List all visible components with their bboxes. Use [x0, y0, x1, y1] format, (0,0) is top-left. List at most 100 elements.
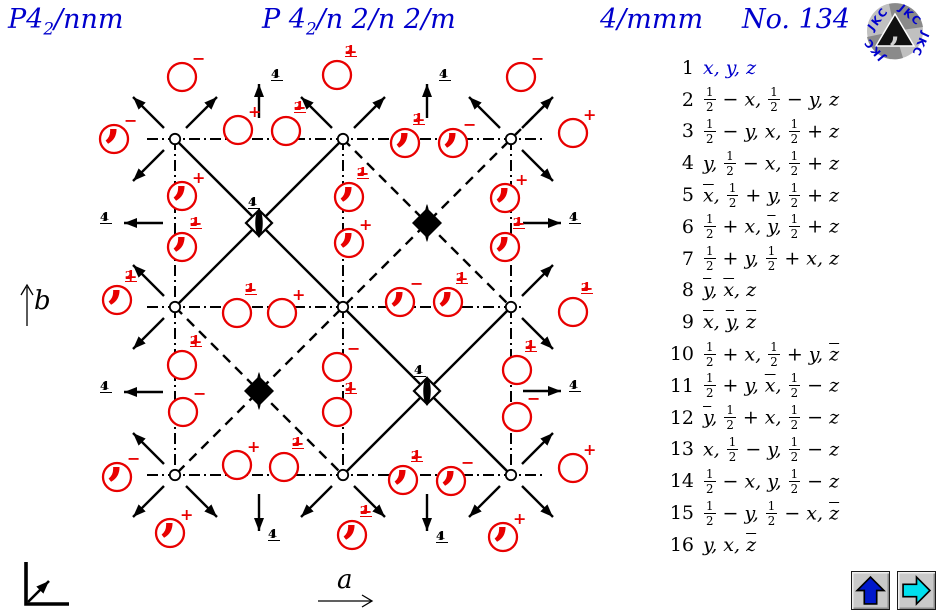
- twofold-axis-arrow: [185, 485, 218, 518]
- position-number: 2: [681, 88, 694, 111]
- glide-line-dashed: [342, 138, 512, 308]
- height-label: +: [583, 105, 597, 124]
- height-label: +: [515, 170, 529, 189]
- twofold-axis-arrow: [185, 96, 218, 129]
- twofold-axis-arrow: [353, 485, 386, 518]
- atom-comma-circle: [333, 227, 365, 259]
- atom-comma-glyph: ,: [340, 197, 356, 251]
- height-label: −: [461, 453, 475, 472]
- position-number: 5: [681, 184, 694, 207]
- atom-circle: [321, 396, 353, 428]
- atom-circle: [266, 297, 298, 329]
- s4-axis-symbol: [412, 376, 442, 406]
- atom-comma-circle: [432, 286, 464, 318]
- atom-comma-circle: [333, 181, 365, 213]
- b-axis-label: b: [34, 286, 51, 316]
- atom-circle: [321, 59, 353, 91]
- twofold-axis-arrow: [353, 96, 386, 129]
- atom-comma-glyph: ,: [340, 151, 356, 205]
- atom-comma-glyph: ,: [161, 487, 177, 541]
- atom-circle: [501, 354, 533, 386]
- atom-comma-circle: [435, 465, 467, 497]
- atom-circle: [167, 396, 199, 428]
- atom-circle: [321, 351, 353, 383]
- corner-point: [336, 132, 350, 146]
- height-label: +: [180, 505, 194, 524]
- position-number: 10: [669, 343, 694, 366]
- fourfold-axis-symbol: [412, 204, 442, 242]
- twofold-axis-arrow: [521, 432, 554, 465]
- nav-buttons: [851, 571, 936, 610]
- twofold-axis-arrow: [300, 485, 333, 518]
- atom-comma-circle: [101, 284, 133, 316]
- corner-point: [168, 132, 182, 146]
- a-axis-arrowhead: [361, 594, 374, 608]
- up-arrow-icon: [855, 575, 886, 605]
- atom-comma-glyph: ,: [391, 256, 407, 310]
- atom-circle: [557, 452, 589, 484]
- atom-comma-glyph: ,: [496, 201, 512, 255]
- position-number: 7: [681, 247, 694, 270]
- twofold-axis-arrow: [521, 317, 554, 350]
- height-label: −: [347, 339, 361, 358]
- corner-point: [504, 300, 518, 314]
- atom-circle: [557, 296, 589, 328]
- twofold-axis-arrow: [468, 485, 501, 518]
- twofold-axis-arrow: [468, 96, 501, 129]
- atom-circle: [166, 349, 198, 381]
- atom-comma-circle: [166, 180, 198, 212]
- atom-comma-circle: [98, 123, 130, 155]
- height-label: −: [463, 115, 477, 134]
- space-group-symbol-full: P 42/n 2/n 2/m: [262, 4, 456, 39]
- height-label: −: [410, 274, 424, 293]
- nav-next-button[interactable]: [897, 571, 936, 610]
- corner-point: [504, 132, 518, 146]
- position-number: 13: [669, 438, 694, 461]
- position-number: 4: [681, 152, 694, 175]
- logo-comma: ,: [890, 14, 900, 49]
- axis-diamond-filled: [244, 376, 274, 406]
- atom-comma-circle: [384, 286, 416, 318]
- atom-comma-glyph: ,: [108, 431, 124, 485]
- atom-comma-circle: [489, 182, 521, 214]
- position-number: 6: [681, 215, 694, 238]
- atom-comma-glyph: ,: [494, 491, 510, 545]
- twofold-axis-arrow: [521, 264, 554, 297]
- corner-point: [168, 468, 182, 482]
- atom-circle: [166, 61, 198, 93]
- height-label: +: [292, 285, 306, 304]
- s4-axis-symbol: [244, 208, 274, 238]
- position-number: 12: [669, 406, 694, 429]
- atom-comma-circle: [487, 521, 519, 553]
- corner-point: [336, 300, 350, 314]
- atom-circle: [270, 115, 302, 147]
- height-label: +: [248, 102, 262, 121]
- position-number: 3: [681, 120, 694, 143]
- nav-up-button[interactable]: [851, 571, 890, 610]
- atom-circle: [268, 451, 300, 483]
- fourfold-axis-symbol: [244, 372, 274, 410]
- twofold-axis-arrow: [132, 149, 165, 182]
- position-number: 15: [669, 502, 694, 525]
